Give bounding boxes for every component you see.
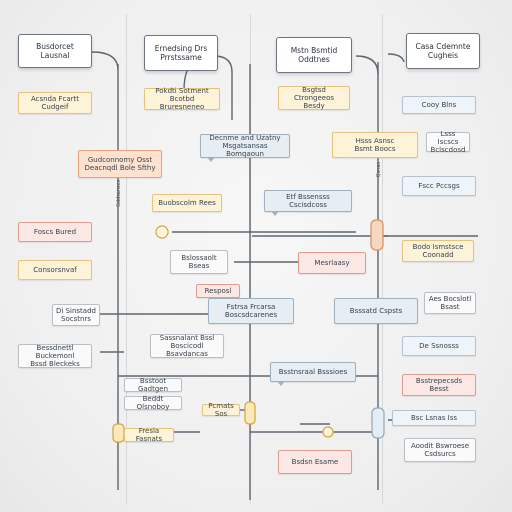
c1-node-4[interactable]: Consorsnvaf — [18, 260, 92, 280]
column-1-header[interactable]: Busdorcet Lausnal — [18, 34, 92, 68]
c3-node-5[interactable]: Bsdsn Esame — [278, 450, 352, 474]
c4-node-3[interactable]: Fscc Pccsgs — [402, 176, 476, 196]
c1-node-1[interactable]: Acsnda Fcartt Cudgeif — [18, 92, 92, 114]
c2-node-3[interactable]: Buobscolm Rees — [152, 194, 222, 212]
c4-node-2[interactable]: Lsss Iscscs Bclscdosd — [426, 130, 470, 154]
c2-node-6[interactable]: Fstrsa Frcarsa Boscsdcarenes — [208, 298, 294, 324]
c1-node-6[interactable]: Bessdnettl Buckemonl Bssd Bleckeks — [18, 344, 92, 368]
head-connector-4 — [387, 53, 405, 63]
connector-circle-2 — [322, 426, 334, 438]
cylinder-1 — [370, 219, 384, 251]
c2-node-8[interactable]: Pcmats Sos — [202, 402, 240, 418]
c4-node-8[interactable]: Bsc Lsnas Iss — [392, 410, 476, 426]
lane-label-left: Gddsanscs — [116, 180, 122, 208]
column-2-header[interactable]: Ernedsing Drs Prrstssame — [144, 35, 218, 71]
c4-node-1[interactable]: Cooy Blns — [402, 96, 476, 114]
c3-node-3[interactable]: Mesrlaasy — [298, 252, 366, 274]
lane-label-right: Qsnas — [376, 162, 382, 178]
c1-node-9[interactable]: Fresla Fasnats — [124, 427, 174, 443]
c1-node-7[interactable]: Bsstoot Gadtgen — [124, 377, 182, 393]
cylinder-3 — [112, 423, 125, 443]
c3-node-1[interactable]: Bsgtsd Ctrongeeos Besdy — [278, 86, 350, 110]
c2-node-1[interactable]: Pokdti Sotment Bcotbd Bruresneneo — [144, 87, 220, 111]
c4-node-9[interactable]: Aoodit Bswroese Csdsurcs — [404, 438, 476, 462]
c3-node-highlight[interactable]: Hsss Asnsc Bsmt Boocs — [332, 132, 418, 158]
c4-node-6[interactable]: De Ssnosss — [402, 336, 476, 356]
c2-node-7[interactable]: Sassnalant Bssl Boscicodl Bsavdancas — [150, 334, 224, 358]
column-3-header[interactable]: Mstn Bsmtid Oddtnes — [276, 37, 352, 73]
head-connector-3 — [355, 55, 379, 75]
column-4-lane — [382, 14, 507, 504]
head-connector-1 — [91, 51, 119, 71]
cylinder-2 — [244, 401, 256, 425]
c1-node-3[interactable]: Foscs Bured — [18, 222, 92, 242]
c2-node-5[interactable]: Resposl — [196, 284, 240, 298]
connector-circle-1 — [155, 225, 169, 239]
c1-node-8[interactable]: Beddt Olsnoboy — [124, 395, 182, 411]
column-4-header[interactable]: Casa Cdemnte Cugheis — [406, 33, 480, 69]
cylinder-4 — [371, 407, 385, 439]
c1-node-5[interactable]: Di Sinstadd Socstnrs — [52, 304, 100, 326]
c2-node-4[interactable]: Bslossaolt Bseas — [170, 250, 228, 274]
c4-node-5[interactable]: Aes Bocslotl Bsast — [424, 292, 476, 314]
column-2-lane — [126, 14, 245, 504]
c3-node-2[interactable]: Etf Bssensss Cscisdcoss — [264, 190, 352, 216]
c3-node-6[interactable]: Bsssatd Cspsts — [334, 298, 418, 324]
c4-node-7[interactable]: Bsstrepecsds Besst — [402, 374, 476, 396]
c1-node-highlight[interactable]: Gudconnomy Osst Deacnqdl Bole Sfthy — [78, 150, 162, 178]
c4-node-4[interactable]: Bodo Ismstsce Coonadd — [402, 240, 474, 262]
c2-node-2[interactable]: Decnme and Uzatny Msgatsansas Bomqaoun — [200, 134, 290, 162]
c3-node-4[interactable]: Bsstnsraal Bsssioes — [270, 362, 356, 386]
